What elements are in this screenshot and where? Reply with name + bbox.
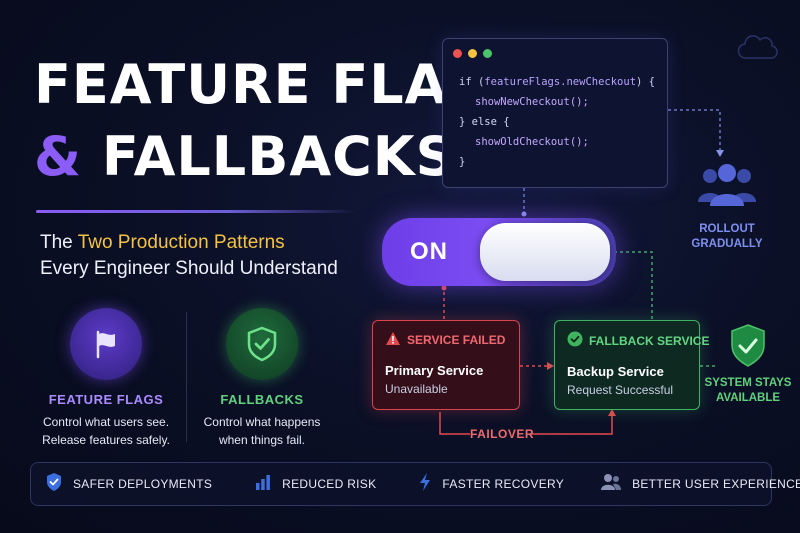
connector-toggle-fallback xyxy=(614,251,653,320)
title-underline xyxy=(36,210,356,213)
benefits-bar: SAFER DEPLOYMENTS REDUCED RISK FASTER RE… xyxy=(30,462,800,506)
code-line: showNewCheckout(); xyxy=(475,96,589,108)
primary-sub: Unavailable xyxy=(385,382,448,396)
failover-label: FAILOVER xyxy=(470,427,535,441)
concept-divider xyxy=(186,312,187,442)
concept-fallbacks: FALLBACKS Control what happens when thin… xyxy=(190,308,334,449)
toggle-knob[interactable] xyxy=(480,223,610,281)
feature-toggle-switch[interactable]: ON xyxy=(382,218,616,286)
fallback-service-box: FALLBACK SERVICE Backup Service Request … xyxy=(554,320,709,410)
cloud-icon xyxy=(737,35,778,59)
concept-feature-flags: FEATURE FLAGS Control what users see. Re… xyxy=(30,308,182,449)
bar-chart-icon xyxy=(254,473,272,496)
benefit-label: BETTER USER EXPERIENCE xyxy=(632,477,800,491)
connector-failover xyxy=(439,412,470,435)
primary-status: SERVICE FAILED xyxy=(385,331,507,349)
benefit-label: SAFER DEPLOYMENTS xyxy=(73,477,213,491)
arrow-head xyxy=(716,150,724,157)
code-line: } else { xyxy=(459,116,510,128)
window-controls xyxy=(443,39,667,58)
code-line: } xyxy=(459,156,466,168)
lightning-icon xyxy=(418,472,432,497)
code-window: if (featureFlags.newCheckout) { showNewC… xyxy=(442,38,668,188)
shield-check-icon xyxy=(226,308,298,380)
benefit-label: FASTER RECOVERY xyxy=(442,477,565,491)
rollout-label: ROLLOUT GRADUALLY xyxy=(691,223,763,250)
benefit-faster-recovery: FASTER RECOVERY xyxy=(392,463,580,505)
benefit-safer-deployments: SAFER DEPLOYMENTS xyxy=(31,463,228,505)
concept-desc: when things fail. xyxy=(218,433,306,447)
subtitle-highlight: Two Production Patterns xyxy=(77,232,285,253)
subtitle: The Two Production Patterns Every Engine… xyxy=(40,232,338,279)
benefit-label: REDUCED RISK xyxy=(282,477,377,491)
fallback-sub: Request Successful xyxy=(567,383,674,397)
concept-desc: Control what happens xyxy=(203,415,321,429)
benefit-reduced-risk: REDUCED RISK xyxy=(228,463,392,505)
benefit-better-ux: BETTER USER EXPERIENCE xyxy=(580,463,800,505)
close-dot-icon[interactable] xyxy=(453,49,462,58)
arrow-head xyxy=(547,362,554,370)
minimize-dot-icon[interactable] xyxy=(468,49,477,58)
connector-dot xyxy=(441,285,447,291)
code-block: if (featureFlags.newCheckout) { showNewC… xyxy=(443,58,667,172)
check-circle-icon xyxy=(567,331,583,350)
code-line: showOldCheckout(); xyxy=(475,136,589,148)
shield-check-icon xyxy=(698,322,798,370)
fallback-title: Backup Service xyxy=(567,364,664,379)
primary-title: Primary Service xyxy=(385,363,484,378)
concept-desc: Control what users see. xyxy=(42,415,170,429)
system-label: SYSTEM STAYS AVAILABLE xyxy=(704,377,792,404)
connector-code-rollout xyxy=(668,109,721,152)
title-line-2: & FALLBACKS xyxy=(34,125,456,188)
toggle-state-label: ON xyxy=(410,238,448,265)
concept-name: FEATURE FLAGS xyxy=(48,392,164,407)
maximize-dot-icon[interactable] xyxy=(483,49,492,58)
primary-service-box: SERVICE FAILED Primary Service Unavailab… xyxy=(372,320,520,410)
concept-name: FALLBACKS xyxy=(220,392,304,407)
arrow-head xyxy=(608,409,616,416)
fallback-status: FALLBACK SERVICE xyxy=(567,331,709,350)
connector-failover xyxy=(530,414,613,435)
users-icon xyxy=(600,473,622,496)
concept-desc: Release features safely. xyxy=(42,433,170,447)
rollout: ROLLOUT GRADUALLY xyxy=(672,160,782,252)
code-line: if (featureFlags.newCheckout) { xyxy=(459,76,655,88)
title-ampersand: & xyxy=(34,125,83,188)
warning-icon xyxy=(385,331,401,349)
users-icon xyxy=(672,160,782,210)
system-available: SYSTEM STAYS AVAILABLE xyxy=(698,322,798,406)
connector-dot xyxy=(521,211,527,217)
shield-check-icon xyxy=(45,472,63,497)
flag-icon xyxy=(70,308,142,380)
